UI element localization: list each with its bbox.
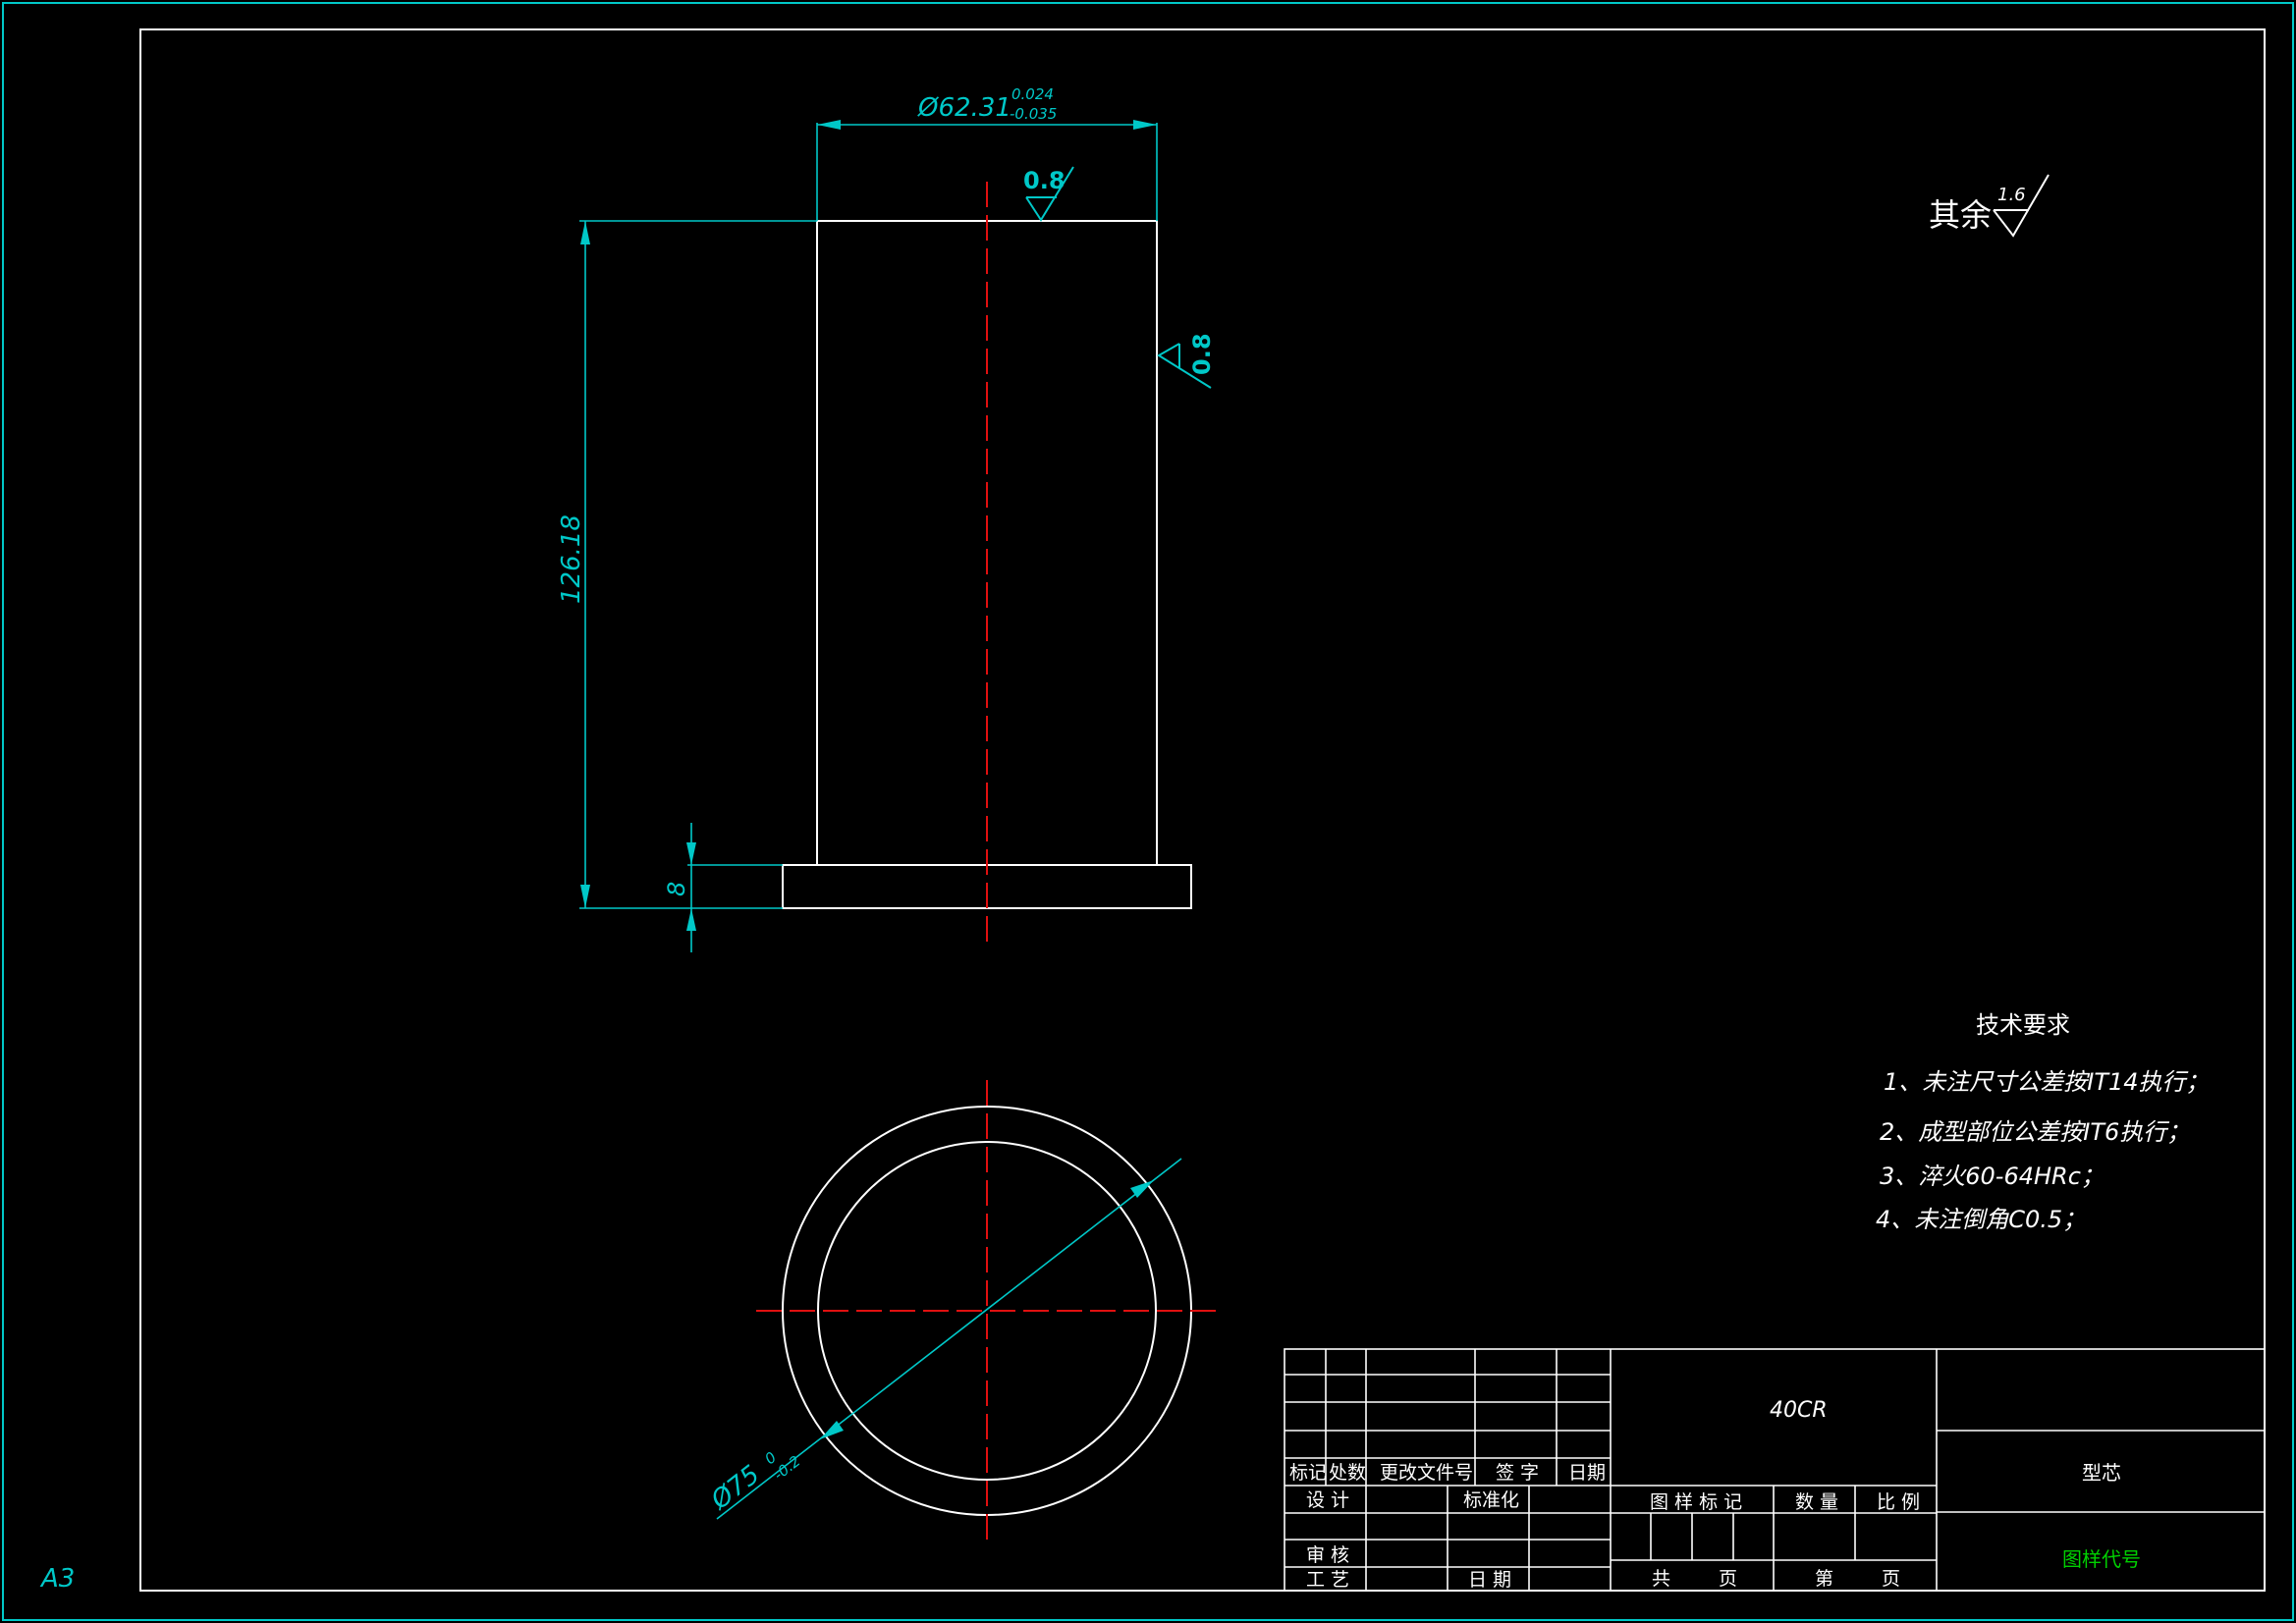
dim-height-main [579, 220, 817, 909]
dim-top-diameter-tol-lower: -0.035 [1010, 105, 1057, 123]
top-view [756, 1080, 1223, 1542]
front-view [782, 182, 1192, 945]
dim-height-main-value: 126.18 [557, 514, 586, 604]
tb-process: 工 艺 [1306, 1569, 1349, 1591]
sheet-size-label: A3 [39, 1564, 75, 1594]
tb-sheet-no: 第 [1815, 1568, 1833, 1590]
roughness-side-value: 0.8 [1188, 333, 1216, 375]
tb-mark: 标记 [1289, 1462, 1327, 1484]
tb-date: 日 期 [1468, 1569, 1511, 1591]
dim-flange-thickness-value: 8 [663, 882, 690, 896]
roughness-others-label: 其余 [1929, 196, 1992, 234]
tb-total: 共 [1652, 1568, 1670, 1590]
tb-date-col: 日期 [1568, 1462, 1606, 1484]
title-block-text: 标记 处数 更改文件号 签 字 日期 设 计 标准化 审 核 工 艺 日 期 图… [1289, 1462, 1920, 1591]
inner-circle [817, 1141, 1157, 1481]
tb-design: 设 计 [1306, 1489, 1349, 1511]
tb-count: 处数 [1329, 1462, 1366, 1484]
dim-flange-thickness [686, 823, 783, 952]
tb-part-name: 型芯 [2082, 1461, 2121, 1485]
dim-top-diameter-tol-upper: 0.024 [1011, 85, 1054, 103]
roughness-others-symbol [1993, 174, 2050, 238]
tb-page: 页 [1719, 1568, 1737, 1590]
roughness-others-value: 1.6 [1997, 185, 2026, 205]
tb-drawing-mark: 图 样 标 记 [1650, 1491, 1742, 1513]
requirements-title: 技术要求 [1976, 1011, 2070, 1039]
dim-bottom-diameter [716, 1158, 1182, 1520]
requirement-item-2: 2、成型部位公差按IT6执行； [1880, 1118, 2190, 1146]
tb-quantity: 数 量 [1795, 1491, 1838, 1513]
dim-top-diameter [816, 120, 1158, 221]
dim-bottom-diameter-value: Ø75 [705, 1460, 765, 1516]
title-block [1284, 1348, 2266, 1592]
requirement-item-4: 4、未注倒角C0.5； [1876, 1206, 2086, 1233]
tb-scale: 比 例 [1877, 1491, 1920, 1513]
requirement-item-3: 3、淬火60-64HRc； [1880, 1163, 2105, 1190]
tb-material: 40CR [1770, 1398, 1828, 1423]
tb-sign: 签 字 [1496, 1462, 1539, 1484]
roughness-side-symbol [1157, 343, 1212, 389]
tb-change: 更改文件号 [1380, 1462, 1473, 1484]
dim-top-diameter-value: Ø62.31 [917, 93, 1011, 123]
roughness-top-symbol [1025, 166, 1074, 222]
roughness-top-value: 0.8 [1023, 167, 1066, 194]
tb-standardize: 标准化 [1463, 1489, 1519, 1511]
tb-drawing-code: 图样代号 [2062, 1547, 2141, 1571]
drawing-border [139, 28, 2266, 1592]
requirement-item-1: 1、未注尺寸公差按IT14执行； [1884, 1068, 2210, 1096]
tb-review: 审 核 [1306, 1544, 1349, 1566]
tb-page2: 页 [1882, 1568, 1900, 1590]
